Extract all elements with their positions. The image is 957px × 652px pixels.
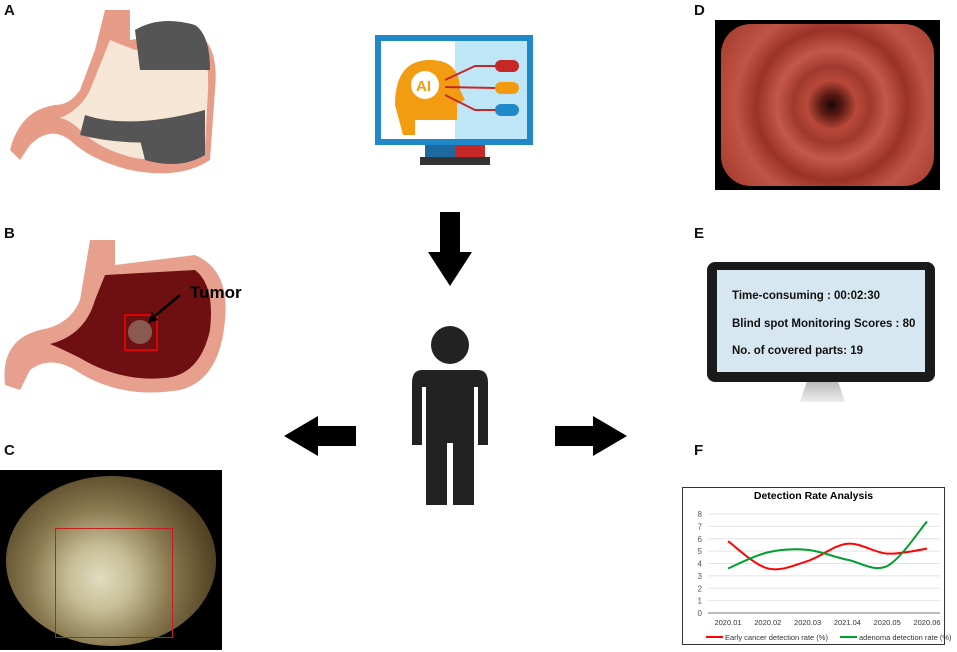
panel-label-d: D: [694, 2, 705, 19]
x-tick-label: 2020.06: [913, 618, 940, 627]
y-tick-label: 0: [698, 609, 703, 618]
ai-logo-text: AI: [416, 78, 431, 95]
y-tick-label: 8: [698, 510, 703, 519]
colonoscopy-image: [715, 20, 940, 190]
y-tick-label: 6: [698, 535, 703, 544]
panel-label-b: B: [4, 225, 15, 242]
x-tick-label: 2020.01: [714, 618, 741, 627]
endoscopy-image: [0, 470, 222, 650]
panel-label-e: E: [694, 225, 705, 242]
x-tick-label: 2020.05: [874, 618, 901, 627]
y-tick-label: 3: [698, 572, 703, 581]
y-tick-label: 1: [698, 597, 703, 606]
tumor-label: Tumor: [190, 283, 242, 302]
monitor-stand: [800, 382, 845, 402]
chart-title: Detection Rate Analysis: [753, 490, 874, 502]
arrow-right-icon: [555, 416, 627, 456]
panel-label-a: A: [4, 2, 15, 19]
legend-label: adenoma detection rate (%): [859, 633, 952, 642]
panel-label-f: F: [694, 442, 704, 459]
detection-rate-chart: [682, 487, 945, 645]
stomach-coverage-illustration: [10, 10, 216, 174]
y-tick-label: 7: [698, 522, 703, 531]
y-tick-label: 5: [698, 547, 703, 556]
person-icon: [412, 326, 488, 505]
y-tick-label: 2: [698, 584, 703, 593]
x-tick-label: 2020.03: [794, 618, 821, 627]
x-tick-label: 2020.02: [754, 618, 781, 627]
series-line: [727, 540, 928, 571]
monitoring-display: Time-consuming : 00:02:30 Blind spot Mon…: [707, 262, 935, 382]
y-tick-label: 4: [698, 560, 703, 569]
series-line: [727, 520, 928, 570]
arrow-left-icon: [284, 416, 356, 456]
arrow-down-icon: [428, 212, 472, 286]
time-consuming-text: Time-consuming : 00:02:30: [732, 290, 881, 302]
panel-label-c: C: [4, 442, 15, 459]
blind-spot-score-text: Blind spot Monitoring Scores : 80: [732, 318, 916, 330]
x-tick-label: 2021.04: [834, 618, 861, 627]
ai-computer-icon: AI: [375, 35, 533, 165]
legend-label: Early cancer detection rate (%): [725, 633, 828, 642]
covered-parts-text: No. of covered parts: 19: [732, 345, 864, 357]
stomach-tumor-illustration: [4, 240, 226, 393]
